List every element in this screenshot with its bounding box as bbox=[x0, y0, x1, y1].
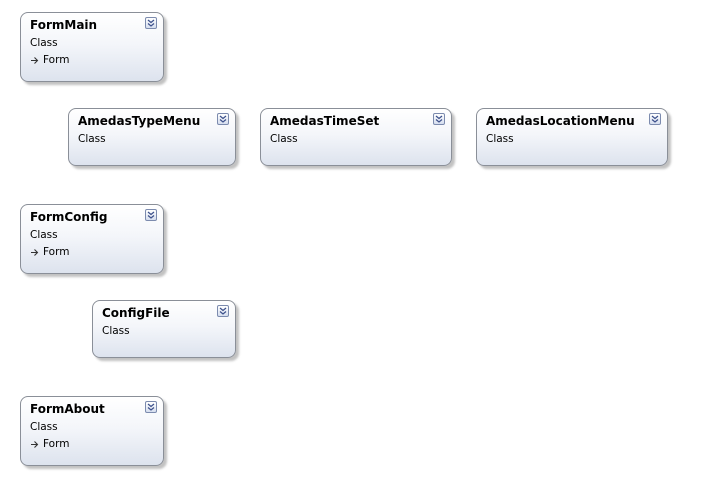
inheritance-arrow-icon bbox=[31, 56, 39, 64]
double-chevron-down-icon[interactable] bbox=[649, 113, 661, 125]
base-class-name: Form bbox=[43, 438, 70, 450]
base-class-row: Form bbox=[30, 246, 69, 258]
class-stereotype: Class bbox=[30, 421, 58, 433]
class-stereotype: Class bbox=[30, 37, 58, 49]
class-stereotype: Class bbox=[102, 325, 130, 337]
double-chevron-down-icon[interactable] bbox=[217, 305, 229, 317]
base-class-row: Form bbox=[30, 438, 69, 450]
class-stereotype: Class bbox=[270, 133, 298, 145]
class-stereotype: Class bbox=[78, 133, 106, 145]
double-chevron-down-icon[interactable] bbox=[217, 113, 229, 125]
inheritance-arrow-icon bbox=[31, 440, 39, 448]
class-shape-amedastypemenu[interactable]: AmedasTypeMenu Class bbox=[68, 108, 236, 166]
class-name: FormAbout bbox=[30, 402, 105, 416]
class-shape-amedaslocationmenu[interactable]: AmedasLocationMenu Class bbox=[476, 108, 668, 166]
inheritance-arrow-icon bbox=[31, 248, 39, 256]
double-chevron-down-icon[interactable] bbox=[145, 209, 157, 221]
double-chevron-down-icon[interactable] bbox=[145, 17, 157, 29]
base-class-row: Form bbox=[30, 54, 69, 66]
class-stereotype: Class bbox=[486, 133, 514, 145]
class-name: FormConfig bbox=[30, 210, 108, 224]
class-name: FormMain bbox=[30, 18, 98, 32]
class-shape-configfile[interactable]: ConfigFile Class bbox=[92, 300, 236, 358]
class-name: AmedasLocationMenu bbox=[486, 114, 635, 128]
class-stereotype: Class bbox=[30, 229, 58, 241]
class-shape-formmain[interactable]: FormMain Class Form bbox=[20, 12, 164, 82]
base-class-name: Form bbox=[43, 54, 70, 66]
double-chevron-down-icon[interactable] bbox=[433, 113, 445, 125]
class-name: ConfigFile bbox=[102, 306, 170, 320]
double-chevron-down-icon[interactable] bbox=[145, 401, 157, 413]
class-shape-formconfig[interactable]: FormConfig Class Form bbox=[20, 204, 164, 274]
base-class-name: Form bbox=[43, 246, 70, 258]
class-name: AmedasTypeMenu bbox=[78, 114, 201, 128]
class-name: AmedasTimeSet bbox=[270, 114, 380, 128]
class-shape-formabout[interactable]: FormAbout Class Form bbox=[20, 396, 164, 466]
class-shape-amedastimeset[interactable]: AmedasTimeSet Class bbox=[260, 108, 452, 166]
